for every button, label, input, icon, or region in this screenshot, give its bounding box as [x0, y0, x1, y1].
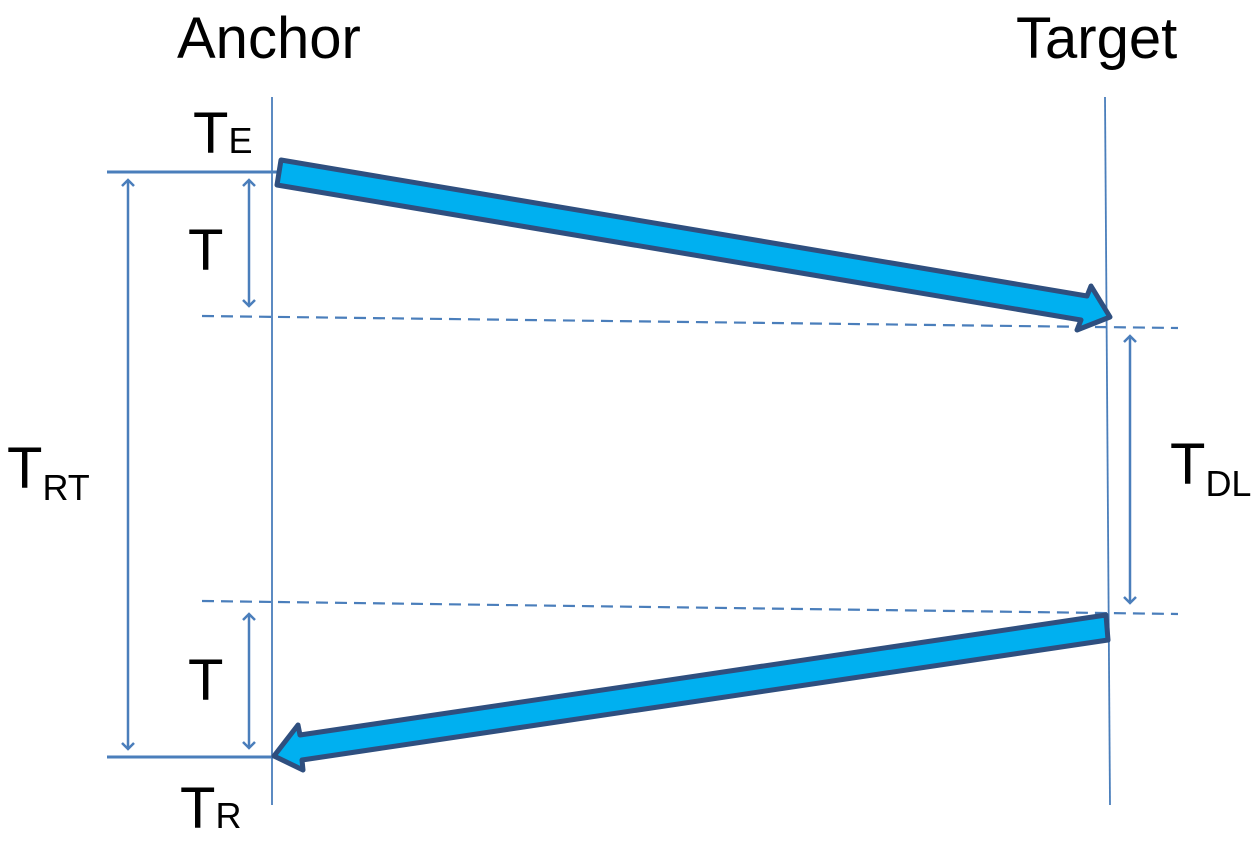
trt-label-subscript: RT [42, 467, 89, 508]
dashed-line-anchor-lower [201, 599, 1179, 616]
tdl-label-base: T [1170, 432, 1205, 497]
trt-label: TRT [7, 436, 90, 508]
target-timeline [1104, 96, 1111, 806]
forward-signal-arrow [274, 157, 1113, 333]
target-label: Target [1016, 6, 1177, 71]
tdl-label: TDL [1170, 432, 1251, 504]
dashed-line-anchor-upper [201, 314, 1179, 330]
t-lower-label: T [188, 648, 223, 713]
te-label-base: T [193, 101, 228, 166]
trt-label-base: T [7, 436, 42, 501]
tr-label-subscript: R [215, 795, 241, 836]
tr-label-base: T [180, 776, 215, 841]
te-label: TE [193, 101, 252, 166]
t-upper-label: T [188, 218, 223, 283]
tdl-label-subscript: DL [1205, 463, 1251, 504]
anchor-label: Anchor [177, 6, 361, 71]
tr-label: TR [180, 776, 241, 841]
return-signal-arrow [271, 612, 1111, 773]
te-label-subscript: E [228, 120, 252, 161]
